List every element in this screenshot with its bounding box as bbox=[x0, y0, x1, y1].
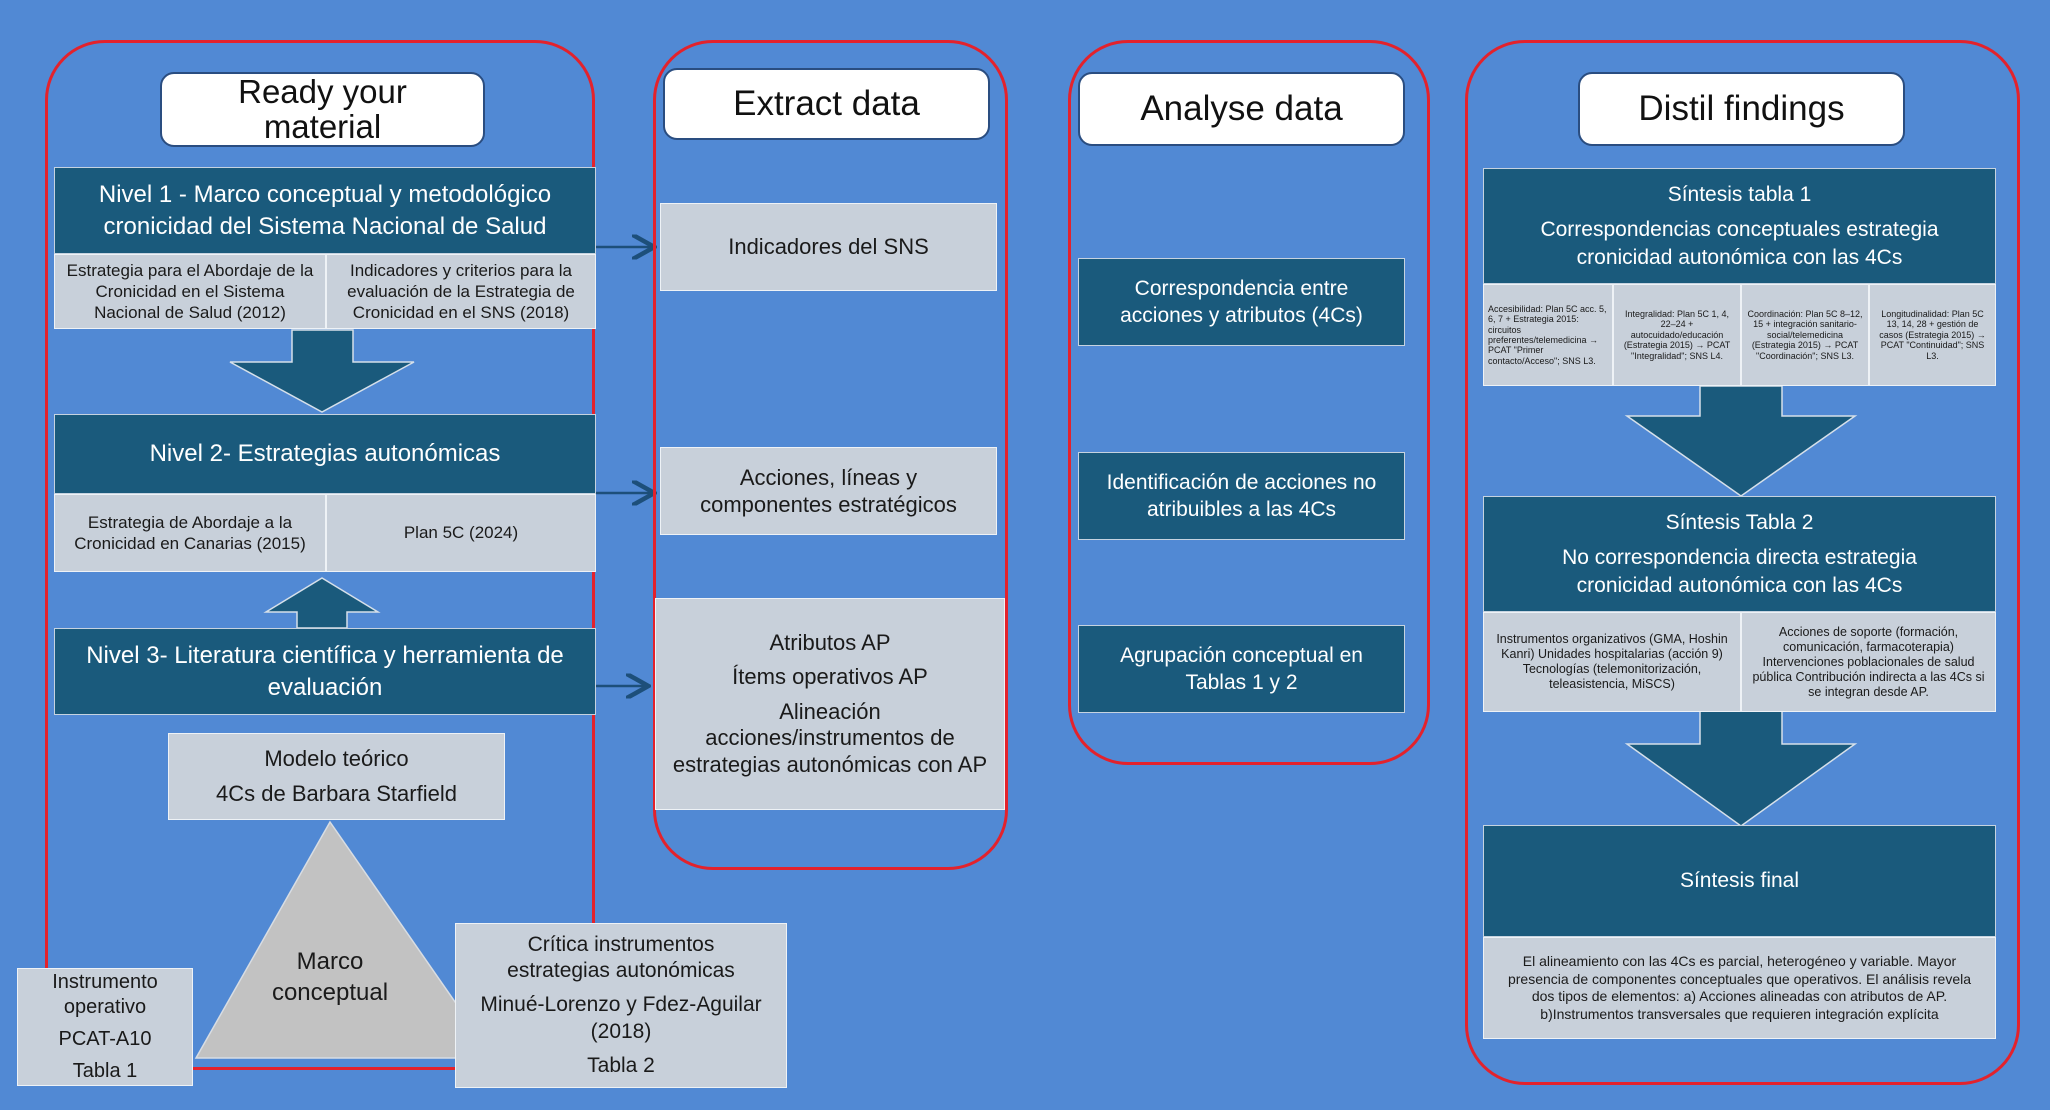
sintesis-tabla-2-right-text: Acciones de soporte (formación, comunica… bbox=[1752, 624, 1985, 699]
extract-box-2-line1: Acciones, líneas y bbox=[739, 464, 918, 490]
marco-line2: conceptual bbox=[271, 979, 389, 1007]
instrumento-line2: operativo bbox=[63, 996, 147, 1019]
analyse-box-2-line1: Identificación de acciones no bbox=[1106, 470, 1377, 494]
sintesis-tabla-2-left-text: Instrumentos organizativos (GMA, Hoshin … bbox=[1496, 632, 1728, 691]
sintesis-tabla-1-cell-3-text: Coordinación: Plan 5C 8–12, 15 + integra… bbox=[1747, 309, 1863, 361]
modelo-line2: 4Cs de Barbara Starfield bbox=[216, 780, 457, 806]
extract-box-1: Indicadores del SNS bbox=[660, 203, 997, 291]
marco-line1: Marco bbox=[296, 948, 364, 975]
sintesis-tabla-1-title: Síntesis tabla 1 bbox=[1667, 183, 1812, 207]
analyse-box-3-line2: Tablas 1 y 2 bbox=[1185, 671, 1298, 694]
sintesis-tabla-1-cell-2-text: Integralidad: Plan 5C 1, 4, 22–24 + auto… bbox=[1623, 309, 1731, 361]
extract-box-3-line5: estrategias autonómicas con AP bbox=[672, 751, 988, 777]
sintesis-final-body: El alineamiento con las 4Cs es parcial, … bbox=[1507, 953, 1972, 1022]
sintesis-tabla-2-left-cell: Instrumentos organizativos (GMA, Hoshin … bbox=[1483, 612, 1741, 712]
extract-box-3-line2: Ítems operativos AP bbox=[732, 664, 928, 690]
extract-column-title: Extract data bbox=[733, 83, 920, 123]
instrumento-operativo-box: Instrumento operativo PCAT-A10 Tabla 1 bbox=[17, 968, 193, 1086]
sintesis-tabla-1-cell-2: Integralidad: Plan 5C 1, 4, 22–24 + auto… bbox=[1613, 284, 1741, 386]
extract-box-3-line1: Atributos AP bbox=[769, 630, 891, 656]
analyse-box-3-line1: Agrupación conceptual en bbox=[1120, 643, 1363, 667]
marco-conceptual-label: Marco conceptual bbox=[240, 946, 420, 1008]
nivel1-box: Nivel 1 - Marco conceptual y metodológic… bbox=[54, 167, 596, 254]
nivel1-left-text: Estrategia para el Abordaje de la Cronic… bbox=[66, 260, 314, 323]
sintesis-final-box: Síntesis final bbox=[1483, 825, 1996, 937]
analyse-box-3: Agrupación conceptual en Tablas 1 y 2 bbox=[1078, 625, 1405, 713]
analyse-box-2-line2: atribuibles a las 4Cs bbox=[1146, 498, 1337, 521]
extract-box-3-line4: acciones/instrumentos de bbox=[705, 725, 955, 751]
critica-instrumentos-box: Crítica instrumentos estrategias autonóm… bbox=[455, 923, 787, 1088]
nivel1-right-cell: Indicadores y criterios para la evaluaci… bbox=[326, 254, 596, 329]
extract-box-3-line3: Alineación bbox=[779, 698, 881, 724]
critica-line1: Crítica instrumentos bbox=[527, 932, 715, 956]
ready-column-header: Ready your material bbox=[160, 72, 485, 147]
extract-box-1-text: Indicadores del SNS bbox=[728, 234, 929, 260]
nivel2-left-text: Estrategia de Abordaje a la Cronicidad e… bbox=[74, 512, 306, 553]
instrumento-line4: Tabla 1 bbox=[72, 1059, 138, 1082]
nivel3-box: Nivel 3- Literatura científica y herrami… bbox=[54, 628, 596, 715]
sintesis-tabla-1-cell-1: Accesibilidad: Plan 5C acc. 5, 6, 7 + Es… bbox=[1483, 284, 1613, 386]
sintesis-final-title: Síntesis final bbox=[1679, 869, 1800, 893]
distil-column-frame bbox=[1465, 40, 2020, 1085]
marco-conceptual-triangle bbox=[194, 820, 496, 1059]
nivel2-left-cell: Estrategia de Abordaje a la Cronicidad e… bbox=[54, 494, 326, 572]
ready-column-title: Ready your material bbox=[238, 72, 407, 145]
distil-column-header: Distil findings bbox=[1578, 72, 1905, 146]
nivel1-left-cell: Estrategia para el Abordaje de la Cronic… bbox=[54, 254, 326, 329]
down-arrow-icon bbox=[1624, 709, 1858, 827]
critica-line2: estrategias autonómicas bbox=[507, 959, 735, 983]
nivel1-right-text: Indicadores y criterios para la evaluaci… bbox=[347, 260, 575, 323]
analyse-box-1-line2: acciones y atributos (4Cs) bbox=[1120, 304, 1363, 327]
modelo-teorico-box: Modelo teórico 4Cs de Barbara Starfield bbox=[168, 733, 505, 820]
nivel2-right-cell: Plan 5C (2024) bbox=[326, 494, 596, 572]
nivel3-title: Nivel 3- Literatura científica y herrami… bbox=[86, 642, 564, 701]
analyse-column-frame bbox=[1068, 40, 1430, 765]
sintesis-tabla-2-subtitle: No correspondencia directa estrategia cr… bbox=[1562, 546, 1917, 597]
sintesis-tabla-2-box: Síntesis Tabla 2 No correspondencia dire… bbox=[1483, 496, 1996, 612]
critica-line4: (2018) bbox=[590, 1019, 652, 1043]
sintesis-tabla-1-subtitle: Correspondencias conceptuales estrategia… bbox=[1540, 218, 1939, 269]
instrumento-line3: PCAT-A10 bbox=[58, 1028, 152, 1050]
distil-column-title: Distil findings bbox=[1638, 88, 1845, 128]
extract-box-2: Acciones, líneas y componentes estratégi… bbox=[660, 447, 997, 535]
modelo-line1: Modelo teórico bbox=[264, 746, 409, 772]
sintesis-tabla-1-box: Síntesis tabla 1 Correspondencias concep… bbox=[1483, 168, 1996, 284]
instrumento-line1: Instrumento bbox=[52, 970, 158, 993]
down-arrow-icon bbox=[1624, 385, 1858, 497]
sintesis-tabla-1-cell-4-text: Longitudinalidad: Plan 5C 13, 14, 28 + g… bbox=[1879, 309, 1986, 361]
critica-line3: Minué-Lorenzo y Fdez-Aguilar bbox=[480, 993, 762, 1017]
sintesis-tabla-1-cell-1-text: Accesibilidad: Plan 5C acc. 5, 6, 7 + Es… bbox=[1488, 303, 1607, 366]
analyse-column-header: Analyse data bbox=[1078, 72, 1405, 146]
analyse-box-1-line1: Correspondencia entre bbox=[1134, 276, 1349, 300]
nivel2-title: Nivel 2- Estrategias autonómicas bbox=[149, 440, 501, 468]
nivel1-title: Nivel 1 - Marco conceptual y metodológic… bbox=[98, 181, 552, 240]
extract-box-2-line2: componentes estratégicos bbox=[700, 492, 957, 517]
sintesis-tabla-2-title: Síntesis Tabla 2 bbox=[1665, 511, 1814, 535]
analyse-box-1: Correspondencia entre acciones y atribut… bbox=[1078, 258, 1405, 346]
analyse-box-2: Identificación de acciones no atribuible… bbox=[1078, 452, 1405, 540]
critica-line5: Tabla 2 bbox=[587, 1053, 655, 1077]
extract-column-frame bbox=[653, 40, 1008, 870]
sintesis-tabla-2-right-cell: Acciones de soporte (formación, comunica… bbox=[1741, 612, 1996, 712]
extract-column-header: Extract data bbox=[663, 68, 990, 140]
extract-box-3: Atributos AP Ítems operativos AP Alineac… bbox=[655, 598, 1005, 810]
nivel2-right-text: Plan 5C (2024) bbox=[403, 523, 519, 543]
sintesis-final-body-cell: El alineamiento con las 4Cs es parcial, … bbox=[1483, 937, 1996, 1039]
nivel2-box: Nivel 2- Estrategias autonómicas bbox=[54, 414, 596, 494]
analyse-column-title: Analyse data bbox=[1140, 88, 1343, 128]
down-arrow-icon bbox=[229, 329, 415, 413]
sintesis-tabla-1-cell-4: Longitudinalidad: Plan 5C 13, 14, 28 + g… bbox=[1869, 284, 1996, 386]
sintesis-tabla-1-cell-3: Coordinación: Plan 5C 8–12, 15 + integra… bbox=[1741, 284, 1869, 386]
